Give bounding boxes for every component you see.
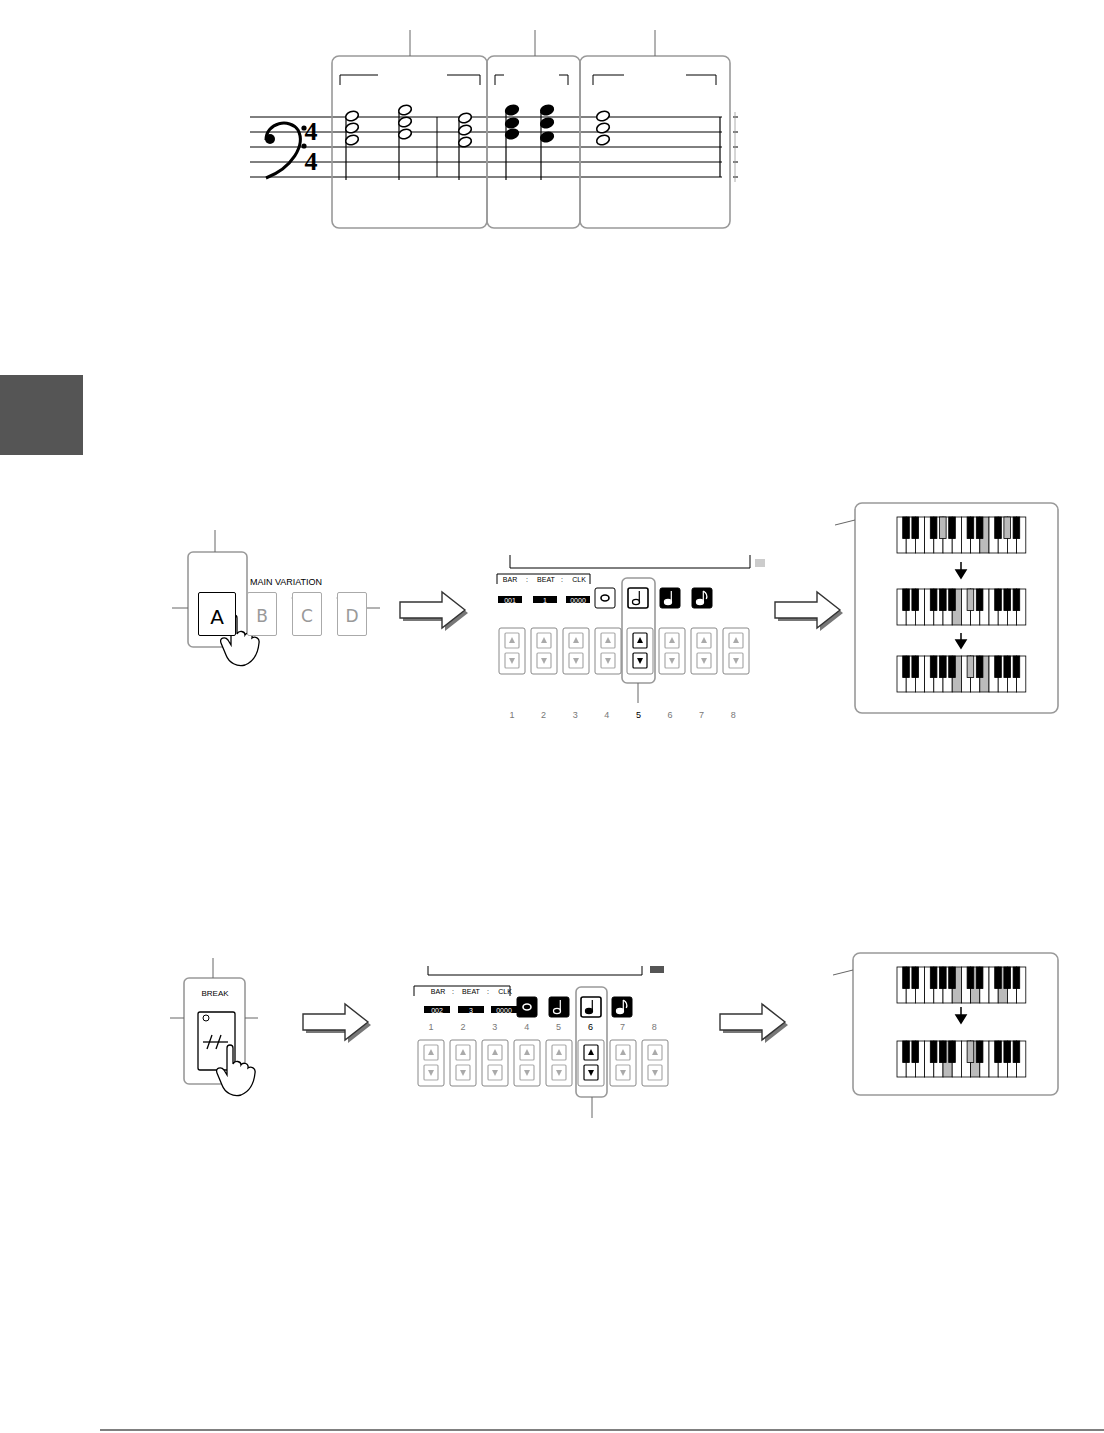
button-number: 4 [604, 711, 609, 720]
button-number: 2 [460, 1023, 465, 1032]
button-number: 5 [556, 1023, 561, 1032]
panel-button: D [337, 592, 367, 636]
lcd-text: 002 [431, 1007, 443, 1014]
button-number: 3 [492, 1023, 497, 1032]
lcd-text: 3 [469, 1007, 473, 1014]
lcd-text: 001 [504, 597, 516, 604]
panel-button: A [198, 592, 236, 636]
time-signature: 4 [305, 119, 318, 145]
time-signature: 4 [305, 149, 318, 175]
lcd-text: CLK [572, 576, 586, 583]
lcd-text: CLK [498, 988, 512, 995]
lcd-text: BAR [431, 988, 445, 995]
lcd-text: : [561, 576, 563, 583]
button-number: 4 [524, 1023, 529, 1032]
lcd-text: : [526, 576, 528, 583]
button-number: 1 [509, 711, 514, 720]
panel-button: B [247, 592, 277, 636]
button-label: D [345, 608, 358, 635]
lcd-text: : [452, 988, 454, 995]
button-number: 5 [636, 711, 641, 720]
lcd-text: 0000 [496, 1007, 512, 1014]
button-label: B [256, 608, 268, 635]
button-number: 7 [620, 1023, 625, 1032]
panel-button: C [292, 592, 322, 636]
button-label: C [301, 608, 313, 635]
lcd-text: BEAT [537, 576, 555, 583]
lcd-text: BAR [503, 576, 517, 583]
button-label: A [210, 607, 224, 635]
button-label: BREAK [201, 990, 228, 1008]
panel-button: BREAK [190, 984, 240, 1008]
button-number: 6 [588, 1023, 593, 1032]
button-number: 7 [699, 711, 704, 720]
button-number: 2 [541, 711, 546, 720]
button-number: 1 [428, 1023, 433, 1032]
lcd-text: 1 [543, 597, 547, 604]
group-label: MAIN VARIATION [250, 578, 322, 587]
lcd-text: 0000 [570, 597, 586, 604]
button-number: 6 [667, 711, 672, 720]
button-number: 8 [652, 1023, 657, 1032]
button-number: 8 [731, 711, 736, 720]
lcd-text: BEAT [462, 988, 480, 995]
button-number: 3 [573, 711, 578, 720]
lcd-text: : [487, 988, 489, 995]
